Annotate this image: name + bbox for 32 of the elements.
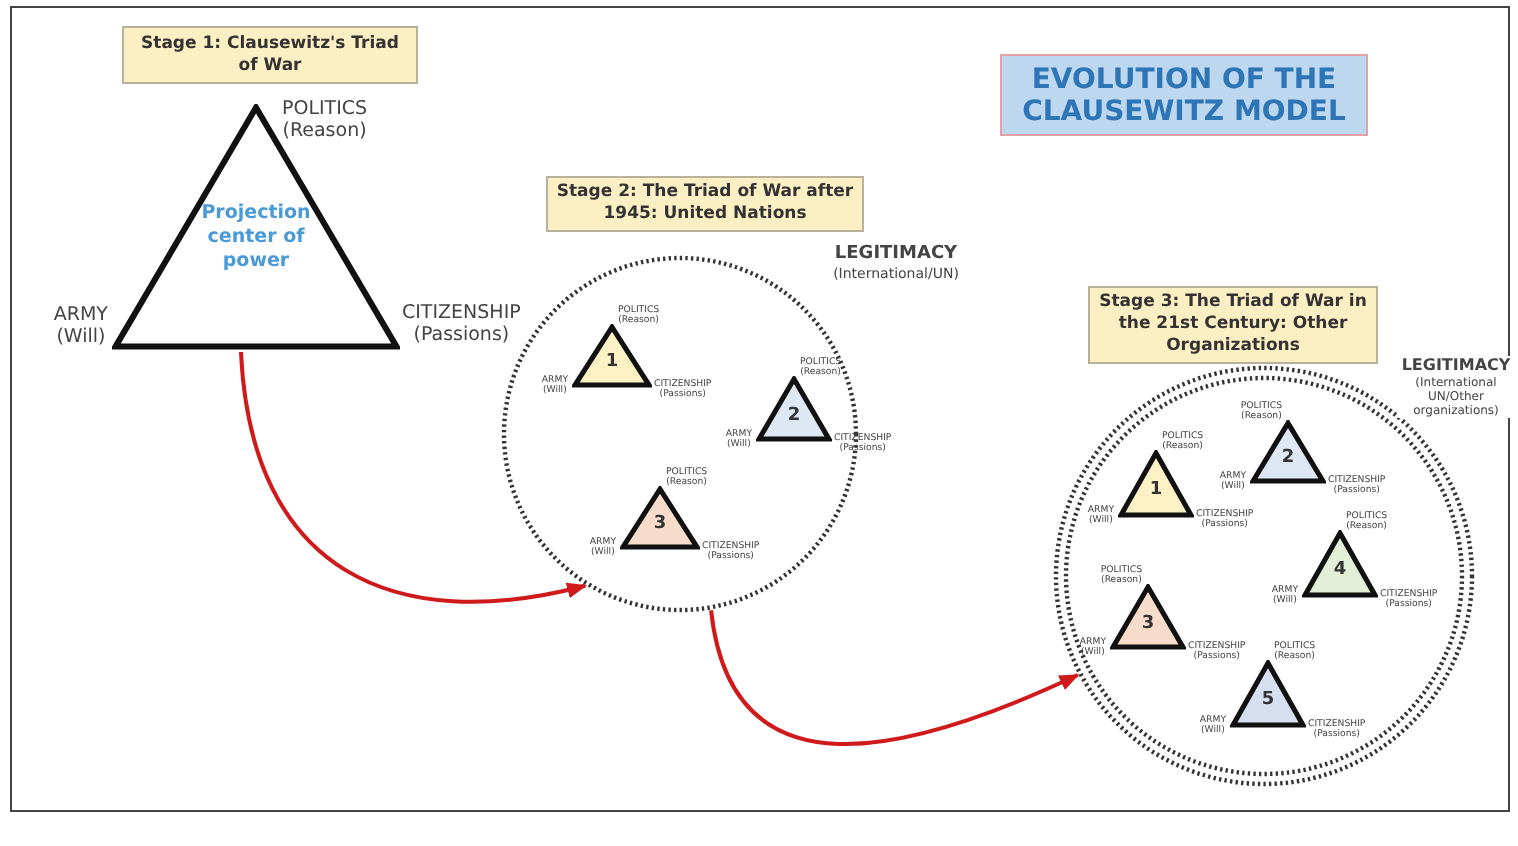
triangle bbox=[1302, 530, 1378, 598]
triangle bbox=[1230, 660, 1306, 728]
triangle bbox=[620, 486, 700, 550]
legitimacy-heading: LEGITIMACY bbox=[832, 244, 960, 266]
curved-arrow bbox=[239, 351, 588, 604]
triangle bbox=[1118, 450, 1194, 518]
triangle-number: 5 bbox=[1259, 690, 1277, 713]
triangle bbox=[756, 376, 832, 442]
stage-heading: Stage 1: Clausewitz's Triad of War bbox=[139, 33, 401, 77]
vertex-label: POLITICS (Reason) bbox=[282, 100, 368, 144]
stage-box bbox=[1088, 286, 1378, 364]
stage-box bbox=[122, 26, 418, 84]
triangle-number: 4 bbox=[1331, 560, 1349, 583]
triangle bbox=[1250, 420, 1326, 484]
vertex-label: ARMY (Will) bbox=[53, 306, 108, 350]
triangle-number: 1 bbox=[603, 352, 621, 375]
vertex-label: CITIZENSHIP (Passions) bbox=[402, 304, 521, 348]
triangle-number: 2 bbox=[785, 405, 803, 428]
triangle bbox=[572, 324, 652, 388]
triangle bbox=[112, 104, 400, 350]
curved-arrow bbox=[709, 609, 1080, 746]
triangle-number: 2 bbox=[1279, 448, 1297, 471]
stage-heading: Stage 2: The Triad of War after 1945: United Nations bbox=[556, 182, 854, 226]
stage-box bbox=[546, 176, 864, 232]
title-banner: EVOLUTION OF THE CLAUSEWITZ MODEL bbox=[1000, 54, 1368, 136]
center-label: Projection center of power bbox=[199, 202, 313, 275]
legitimacy-heading: LEGITIMACY bbox=[1399, 356, 1513, 376]
stage-heading: Stage 3: The Triad of War in the 21st Century: Other Organizations bbox=[1098, 292, 1368, 358]
triangle-number: 3 bbox=[651, 514, 669, 537]
triangle bbox=[1110, 584, 1186, 650]
triangle-number: 1 bbox=[1147, 480, 1165, 503]
triangle-number: 3 bbox=[1139, 613, 1157, 636]
